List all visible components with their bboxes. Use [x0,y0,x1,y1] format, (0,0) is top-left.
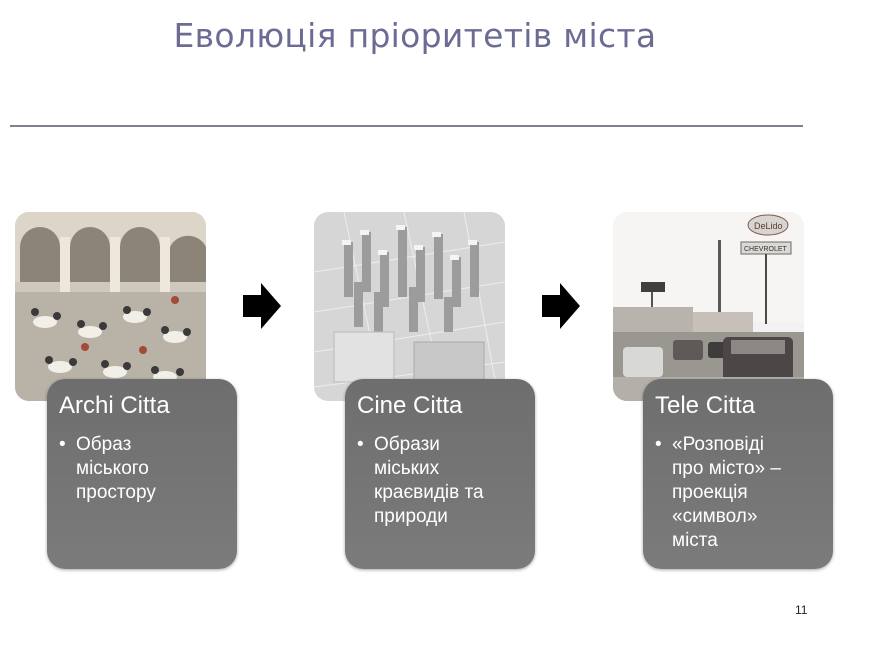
stage-title: Tele Citta [655,392,756,419]
stage-card-tele-citta: Tele Citta • «Розповіді про місто» – про… [643,379,833,569]
title-divider [10,125,803,127]
right-arrow-icon [542,283,580,329]
stage-bullet-text: Образ міського простору [76,434,156,503]
stage-title: Archi Citta [59,392,170,419]
page-number: 11 [795,603,808,617]
bullet-dot: • [59,434,66,455]
stage-bullet-text: Образи міських краєвидів та природи [374,434,484,527]
delido-sign-text: DeLido [754,221,783,231]
right-arrow-icon [243,283,281,329]
stage-title: Cine Citta [357,392,463,419]
chevrolet-sign-text: CHEVROLET [744,246,788,253]
slide-title: Еволюція пріоритетів міста [173,16,657,55]
stage-bullet: • Образ міського простору [59,433,231,505]
stage-card-archi-citta: Archi Citta • Образ міського простору [47,379,237,569]
cine-citta-photo [314,212,505,401]
stage-bullet: • «Розповіді про місто» – проекція «симв… [655,433,827,553]
bullet-dot: • [655,434,662,455]
stage-bullet-text: «Розповіді про місто» – проекція «символ… [672,434,781,551]
stage-bullet: • Образи міських краєвидів та природи [357,433,529,529]
tele-citta-photo: DeLido CHEVROLET [613,212,804,401]
archi-citta-photo [15,212,206,401]
bullet-dot: • [357,434,364,455]
stage-card-cine-citta: Cine Citta • Образи міських краєвидів та… [345,379,535,569]
